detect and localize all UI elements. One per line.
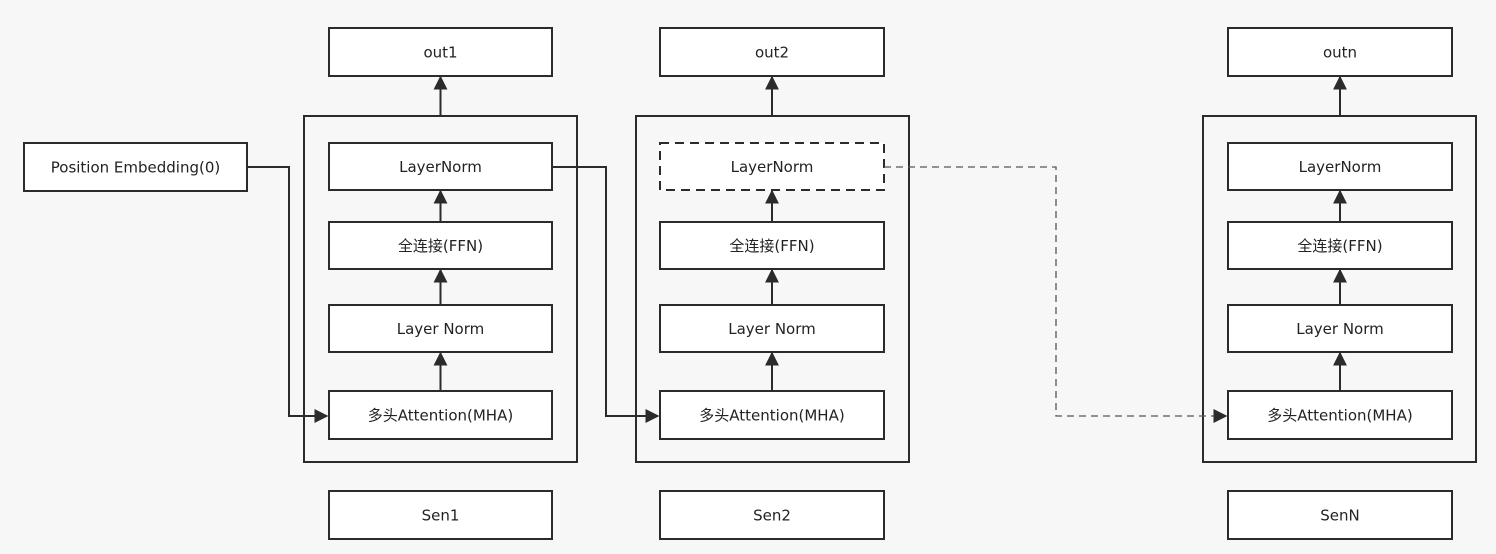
column-2: out2 LayerNorm 全连接(FFN) Layer Norm 多头Att… — [635, 27, 910, 540]
arrow-layernorm-1-to-mha-2 — [552, 166, 660, 423]
output-node-1: out1 — [328, 27, 553, 77]
input-label-2: Sen2 — [753, 507, 791, 525]
ffn-label-n: 全连接(FFN) — [1297, 237, 1382, 255]
layernorm-top-node-1: LayerNorm — [328, 142, 553, 191]
arrow-position-embedding-to-mha-1 — [247, 166, 329, 423]
output-label-1: out1 — [423, 44, 457, 62]
layernorm-top-label-n: LayerNorm — [1299, 158, 1382, 176]
ffn-node-n: 全连接(FFN) — [1227, 221, 1453, 270]
layernorm-mid-node-2: Layer Norm — [659, 304, 885, 353]
mha-label-1: 多头Attention(MHA) — [368, 407, 513, 425]
output-node-2: out2 — [659, 27, 885, 77]
output-label-2: out2 — [755, 44, 789, 62]
ffn-label-1: 全连接(FFN) — [398, 237, 483, 255]
arrow-layernorm-2-to-mha-n-dashed — [884, 166, 1228, 423]
output-label-n: outn — [1323, 44, 1357, 62]
mha-node-1: 多头Attention(MHA) — [328, 390, 553, 440]
output-node-n: outn — [1227, 27, 1453, 77]
mha-label-n: 多头Attention(MHA) — [1267, 407, 1412, 425]
input-node-2: Sen2 — [659, 490, 885, 540]
layernorm-top-node-2: LayerNorm — [659, 142, 885, 191]
ffn-label-2: 全连接(FFN) — [729, 237, 814, 255]
mha-label-2: 多头Attention(MHA) — [699, 407, 844, 425]
input-node-n: SenN — [1227, 490, 1453, 540]
input-node-1: Sen1 — [328, 490, 553, 540]
input-label-1: Sen1 — [422, 507, 460, 525]
layernorm-mid-label-n: Layer Norm — [1296, 320, 1384, 338]
mha-node-n: 多头Attention(MHA) — [1227, 390, 1453, 440]
ffn-node-2: 全连接(FFN) — [659, 221, 885, 270]
input-label-n: SenN — [1320, 507, 1359, 525]
layernorm-mid-label-1: Layer Norm — [397, 320, 485, 338]
position-embedding-node: Position Embedding(0) — [23, 142, 248, 192]
layernorm-top-label-1: LayerNorm — [399, 158, 482, 176]
layernorm-mid-label-2: Layer Norm — [728, 320, 816, 338]
ffn-node-1: 全连接(FFN) — [328, 221, 553, 270]
layernorm-mid-node-1: Layer Norm — [328, 304, 553, 353]
column-n: outn LayerNorm 全连接(FFN) Layer Norm 多头Att… — [1202, 27, 1477, 540]
layernorm-top-label-2: LayerNorm — [731, 158, 814, 176]
column-1: out1 LayerNorm 全连接(FFN) Layer Norm 多头Att… — [303, 27, 578, 540]
position-embedding-label: Position Embedding(0) — [51, 159, 221, 177]
layernorm-top-node-n: LayerNorm — [1227, 142, 1453, 191]
mha-node-2: 多头Attention(MHA) — [659, 390, 885, 440]
layernorm-mid-node-n: Layer Norm — [1227, 304, 1453, 353]
